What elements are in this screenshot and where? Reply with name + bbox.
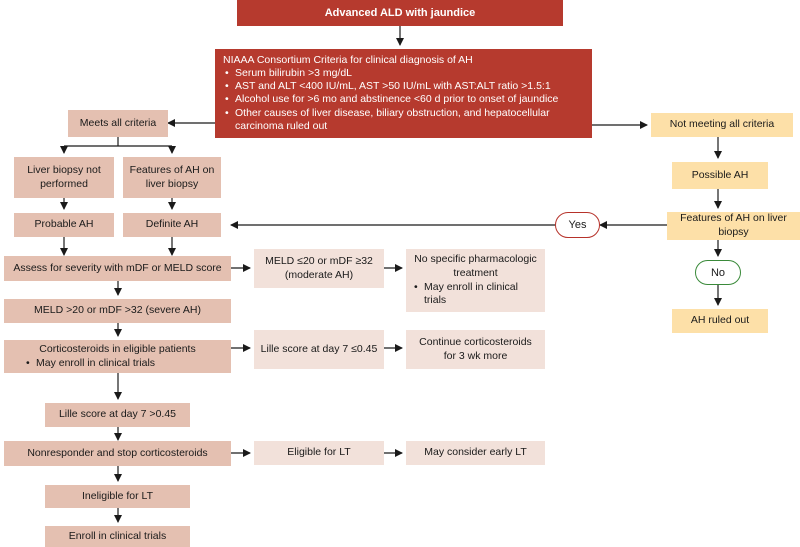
- criterion-bilirubin: Serum bilirubin >3 mg/dL: [223, 67, 584, 80]
- meets-all-criteria-box: Meets all criteria: [68, 110, 168, 137]
- enroll-trials-box: Enroll in clinical trials: [45, 526, 190, 547]
- criterion-alcohol: Alcohol use for >6 mo and abstinence <60…: [223, 93, 584, 106]
- features-ah-biopsy-right-box: Features of AH on liver biopsy: [667, 212, 800, 240]
- severe-ah-box: MELD >20 or mDF >32 (severe AH): [4, 299, 231, 323]
- yes-decision: Yes: [555, 212, 600, 238]
- no-treatment-bullet: May enroll in clinical trials: [412, 281, 539, 308]
- corticosteroids-box: Corticosteroids in eligible patients May…: [4, 340, 231, 373]
- ah-ruled-out-box: AH ruled out: [672, 309, 768, 333]
- nonresponder-box: Nonresponder and stop corticosteroids: [4, 441, 231, 466]
- definite-ah-box: Definite AH: [123, 213, 221, 237]
- moderate-ah-box: MELD ≤20 or mDF ≥32 (moderate AH): [254, 249, 384, 288]
- title-text: Advanced ALD with jaundice: [324, 6, 476, 19]
- niaaa-criteria-list: Serum bilirubin >3 mg/dL AST and ALT <40…: [223, 67, 584, 133]
- features-ah-biopsy-left-box: Features of AH on liver biopsy: [123, 157, 221, 198]
- probable-ah-box: Probable AH: [14, 213, 114, 237]
- early-lt-box: May consider early LT: [406, 441, 545, 465]
- ineligible-lt-box: Ineligible for LT: [45, 485, 190, 508]
- liver-biopsy-not-performed-box: Liver biopsy not performed: [14, 157, 114, 198]
- lille-high-box: Lille score at day 7 >0.45: [45, 403, 190, 427]
- continue-corticosteroids-box: Continue corticosteroids for 3 wk more: [406, 330, 545, 369]
- no-decision: No: [695, 260, 741, 285]
- niaaa-heading: NIAAA Consortium Criteria for clinical d…: [223, 54, 473, 66]
- assess-severity-box: Assess for severity with mDF or MELD sco…: [4, 256, 231, 281]
- title-box: Advanced ALD with jaundice: [237, 0, 563, 26]
- lille-low-box: Lille score at day 7 ≤0.45: [254, 330, 384, 369]
- eligible-lt-box: Eligible for LT: [254, 441, 384, 465]
- criterion-ast-alt: AST and ALT <400 IU/mL, AST >50 IU/mL wi…: [223, 80, 584, 93]
- possible-ah-box: Possible AH: [672, 162, 768, 189]
- not-meeting-criteria-box: Not meeting all criteria: [651, 113, 793, 137]
- criterion-other-causes: Other causes of liver disease, biliary o…: [223, 107, 584, 133]
- cortico-bullet: May enroll in clinical trials: [24, 357, 239, 371]
- no-specific-treatment-box: No specific pharmacologic treatment May …: [406, 249, 545, 312]
- niaaa-criteria-box: NIAAA Consortium Criteria for clinical d…: [215, 49, 592, 138]
